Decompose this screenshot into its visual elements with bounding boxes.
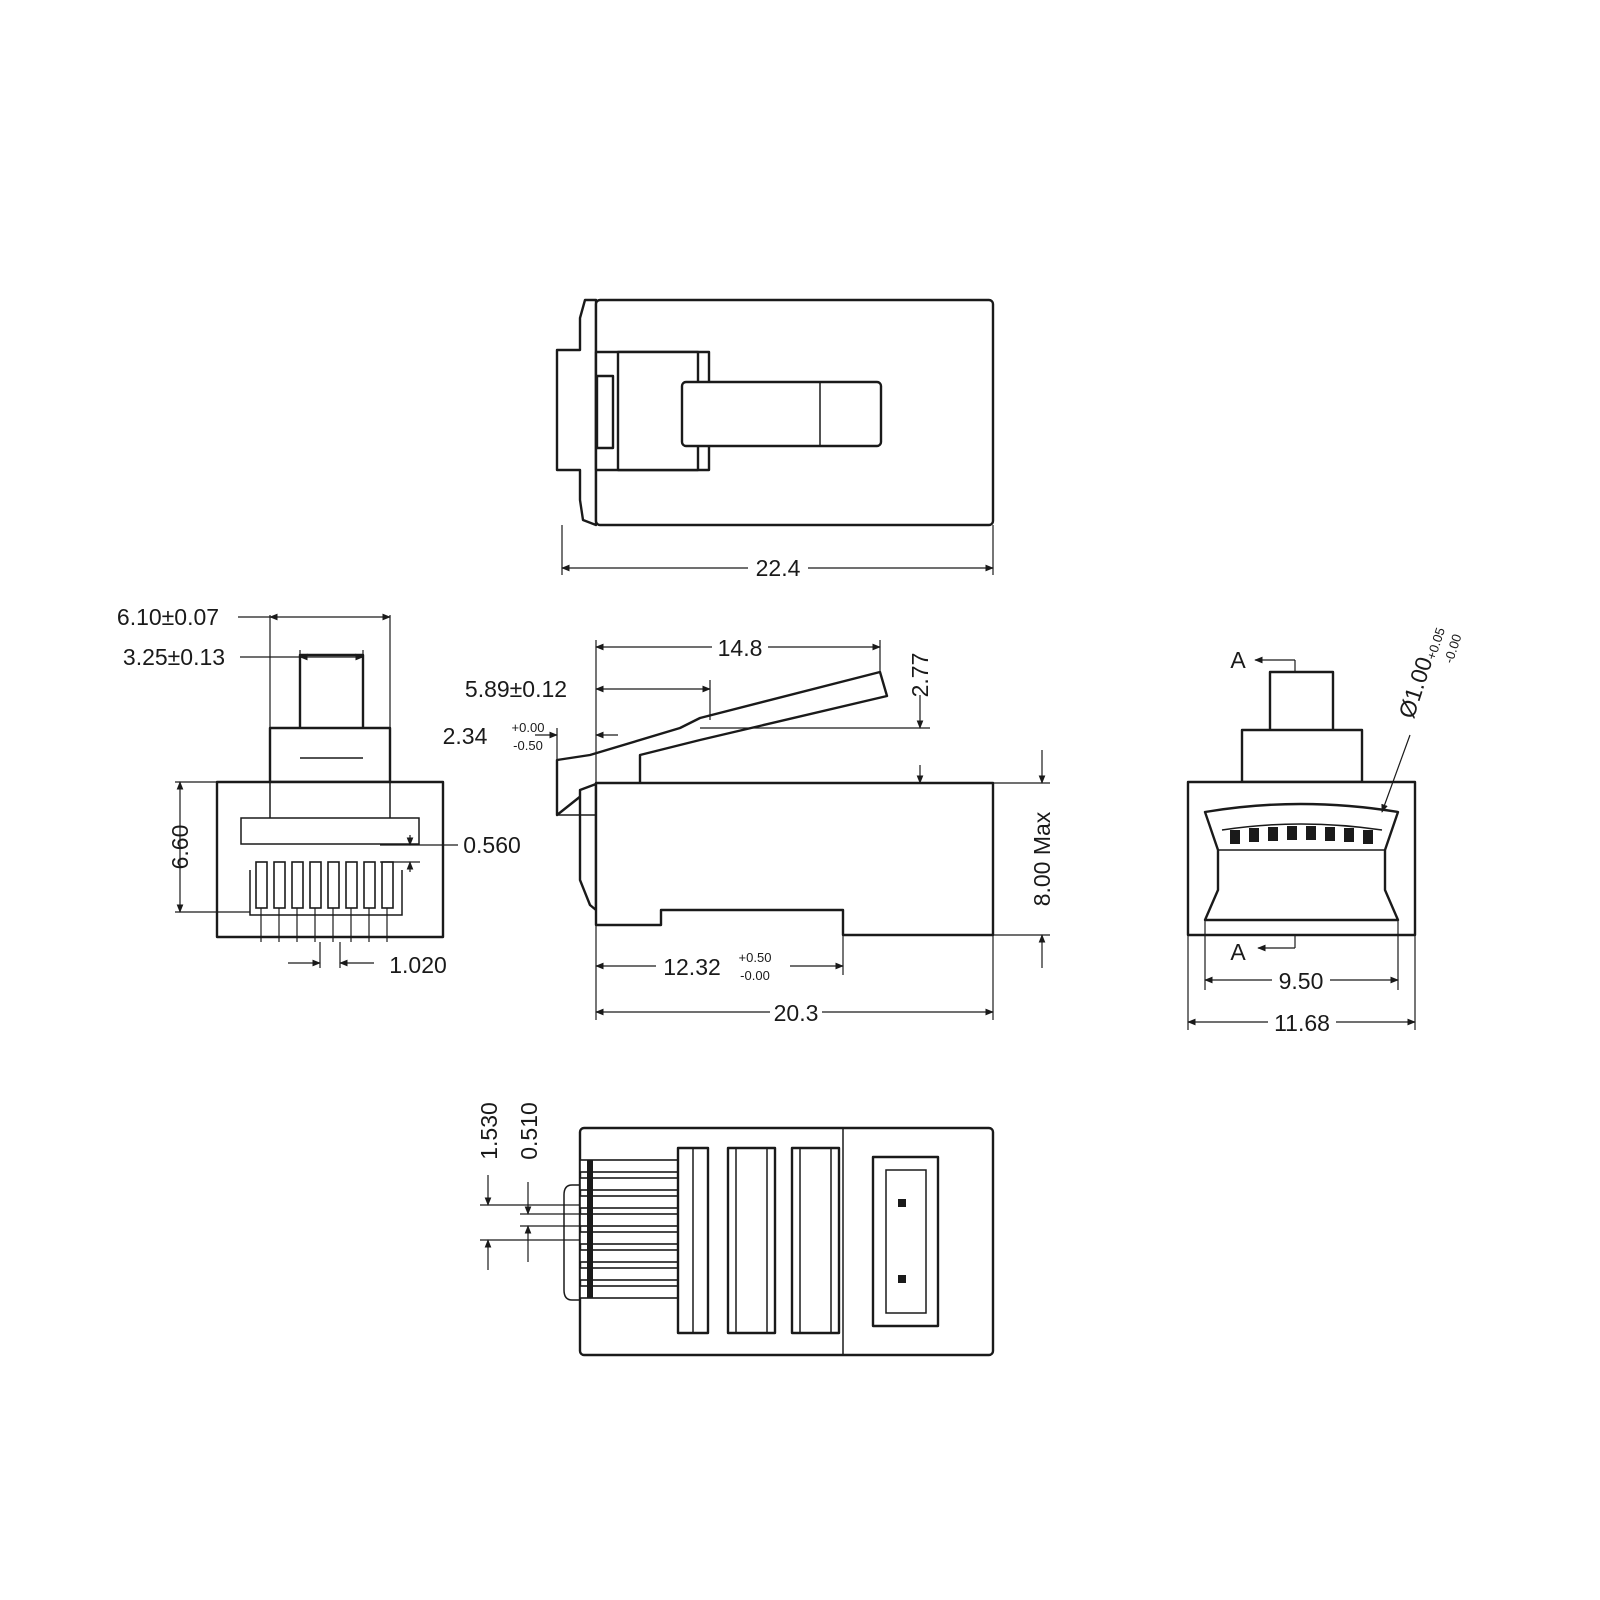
dim-latch-offset: 5.89±0.12 xyxy=(465,676,567,702)
dim-crimp-tol-lower: -0.00 xyxy=(740,968,770,983)
dim-hole-diameter: Ø1.00 xyxy=(1393,654,1437,722)
section-label-a-top: A xyxy=(1230,647,1246,673)
dim-latch-length: 14.8 xyxy=(718,635,763,661)
dim-body-height: 8.00 Max xyxy=(1029,811,1055,906)
dim-top-length: 22.4 xyxy=(756,555,801,581)
dim-inner-width: 9.50 xyxy=(1279,968,1324,994)
dim-end-offset-tol-upper: +0.00 xyxy=(512,720,545,735)
dim-blade-width: 0.510 xyxy=(516,1102,542,1160)
bottom-contact-blades xyxy=(579,1159,679,1299)
dim-contact-pitch: 1.020 xyxy=(389,952,447,978)
dim-latch-height: 2.77 xyxy=(907,653,933,698)
dim-side-length: 20.3 xyxy=(774,1000,819,1026)
section-label-a-bottom: A xyxy=(1230,939,1246,965)
dim-outer-width: 11.68 xyxy=(1274,1010,1330,1036)
dim-crimp-tol-upper: +0.50 xyxy=(739,950,772,965)
front-contacts xyxy=(249,861,403,942)
side-view: 14.8 5.89±0.12 2.34 +0.00 -0.50 2.77 8.0… xyxy=(443,635,1055,1026)
bottom-view: 1.530 0.510 xyxy=(476,1102,995,1357)
dim-tab-width: 6.10±0.07 xyxy=(117,604,219,630)
rear-view: A A Ø1.00 +0.05 -0.00 9.50 11.68 xyxy=(1186,626,1464,1036)
rear-contact-holes xyxy=(1230,826,1373,844)
dim-contact-thickness: 0.560 xyxy=(463,832,521,858)
dim-end-offset: 2.34 xyxy=(443,723,488,749)
dim-front-height: 6.60 xyxy=(167,825,193,870)
front-view: 6.10±0.07 3.25±0.13 6.60 0.560 1.020 xyxy=(117,604,521,978)
top-view: 22.4 xyxy=(555,298,995,581)
dim-end-offset-tol-lower: -0.50 xyxy=(513,738,543,753)
dim-latch-width: 3.25±0.13 xyxy=(123,644,225,670)
dim-crimp-length: 12.32 xyxy=(663,954,721,980)
dim-blade-height: 1.530 xyxy=(476,1102,502,1160)
